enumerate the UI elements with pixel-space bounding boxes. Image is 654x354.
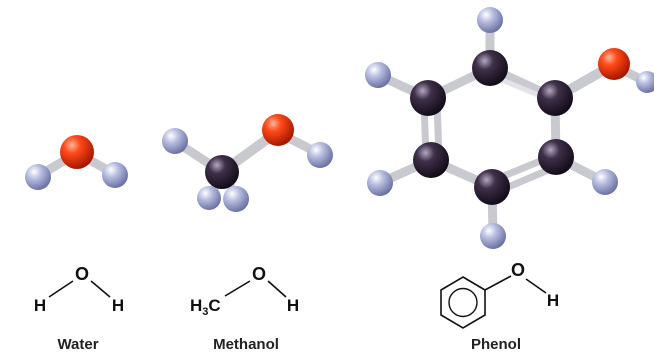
atom-label-h: H	[112, 296, 124, 315]
water-3d-model	[25, 135, 128, 190]
phenol-structural-formula: O H	[440, 260, 559, 329]
atom-label-h: H	[547, 291, 559, 310]
bond-line	[525, 278, 547, 294]
carbon-atom	[410, 80, 446, 116]
hydrogen-atom	[365, 62, 391, 88]
oxygen-atom	[60, 135, 94, 169]
methanol-name: Methanol	[213, 336, 279, 353]
hydrogen-atom	[307, 142, 333, 168]
methanol-structural-formula: H3C O H	[190, 264, 299, 318]
bond-line	[90, 280, 111, 298]
hydrogen-atom	[102, 162, 128, 188]
hydrogen-atom	[162, 128, 188, 154]
hydrogen-atom	[223, 186, 249, 212]
bond-line	[267, 280, 287, 298]
hydrogen-atom	[592, 169, 618, 195]
bond-line	[224, 280, 251, 297]
hydrogen-atom	[477, 7, 503, 33]
methanol-3d-model	[162, 114, 333, 212]
hydrogen-atom	[480, 223, 506, 249]
water-structural-formula: H O H	[34, 264, 124, 315]
atom-label-o: O	[511, 260, 525, 280]
oxygen-atom	[262, 114, 294, 146]
bond-line	[48, 280, 74, 298]
hydrogen-atom	[367, 170, 393, 196]
bond-line	[484, 275, 512, 291]
benzene-ring	[440, 276, 486, 329]
aromatic-circle	[448, 287, 478, 318]
atom-label-o: O	[75, 264, 89, 284]
phenol-3d-model	[365, 7, 654, 249]
carbon-atom	[472, 50, 508, 86]
carbon-atom	[537, 80, 573, 116]
atom-label-h: H	[287, 296, 299, 315]
carbon-atom	[413, 142, 449, 178]
carbon-atom	[538, 139, 574, 175]
hydrogen-atom	[636, 71, 654, 93]
atom-label-o: O	[252, 264, 266, 284]
hydrogen-atom	[197, 186, 221, 210]
oxygen-atom	[598, 48, 630, 80]
atom-label-h: H	[34, 296, 46, 315]
carbon-atom	[474, 169, 510, 205]
atom-label-h3c: H3C	[190, 296, 221, 318]
hydrogen-atom	[25, 164, 51, 190]
water-name: Water	[57, 336, 98, 353]
phenol-name: Phenol	[471, 336, 521, 353]
carbon-atom	[205, 155, 239, 189]
